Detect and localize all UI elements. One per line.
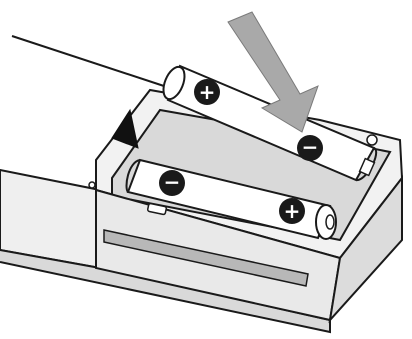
battery-top-minus-sign: − — [302, 135, 319, 159]
battery-top-plus-sign: + — [199, 80, 216, 104]
remote-lid-edge — [12, 36, 170, 88]
battery-bottom-minus-sign: − — [164, 170, 181, 194]
compartment-screw-side — [89, 182, 95, 188]
battery-bottom-nub — [326, 215, 334, 229]
battery-bottom-plus-sign: + — [284, 199, 301, 223]
compartment-screw-top — [367, 135, 377, 145]
